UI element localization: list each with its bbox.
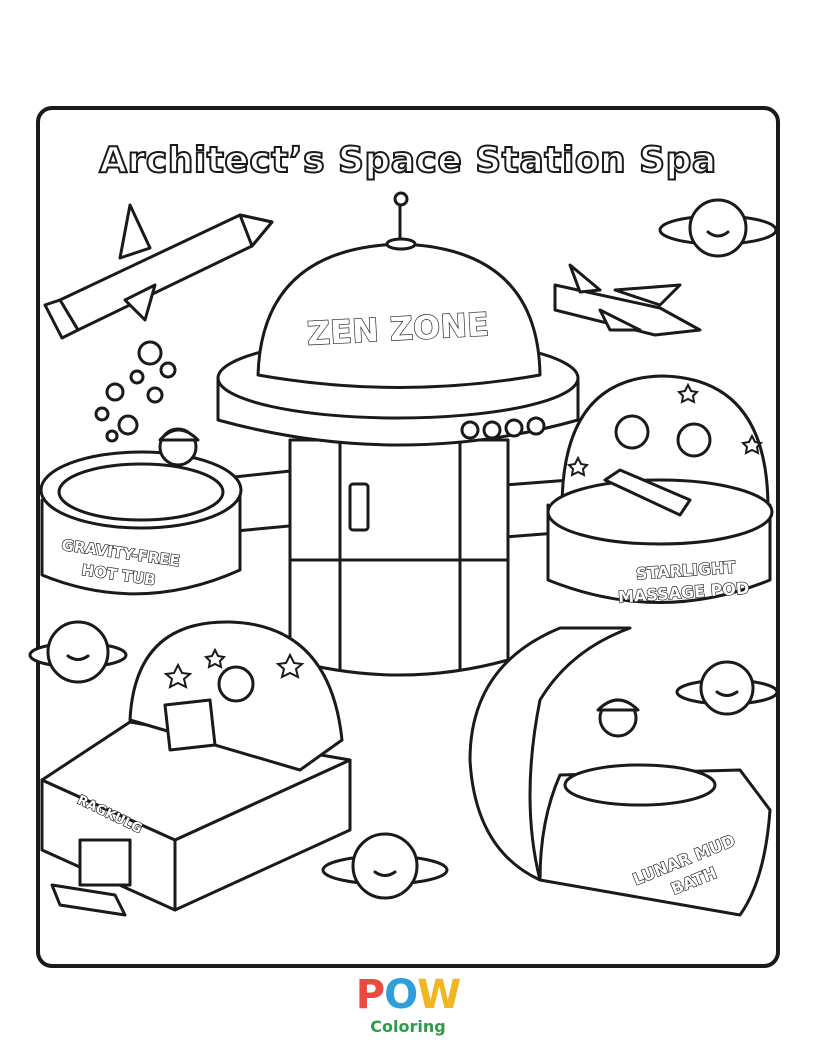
logo-brand: POW xyxy=(0,975,816,1015)
logo-letter-o: O xyxy=(384,972,418,1018)
logo-letter-p: P xyxy=(355,972,385,1018)
smiling-planet-icon xyxy=(675,660,779,716)
smiling-planet-icon xyxy=(28,620,128,684)
massage-pod xyxy=(546,374,774,604)
hot-tub-pod xyxy=(39,427,243,596)
station-tower xyxy=(288,438,510,677)
bubbles-icon xyxy=(94,340,177,443)
page-border xyxy=(36,106,780,968)
logo-letter-w: W xyxy=(417,972,461,1018)
smiling-planet-icon xyxy=(321,832,449,900)
logo-subtitle: Coloring xyxy=(370,1017,446,1036)
pencil-rocket-icon xyxy=(43,203,274,340)
space-shuttle-icon xyxy=(553,263,702,337)
pow-coloring-logo: POW Coloring xyxy=(0,975,816,1036)
star-icons xyxy=(163,382,764,689)
lunar-mud-bath xyxy=(468,626,772,917)
smiling-planet-icon xyxy=(658,198,778,258)
zen-zone-dome xyxy=(256,191,542,389)
page-title: Architect’s Space Station Spa xyxy=(98,139,717,182)
